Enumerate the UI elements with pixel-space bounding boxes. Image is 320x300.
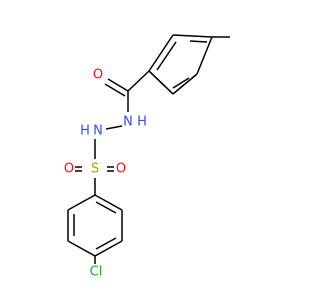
bond — [104, 83, 126, 97]
atom-labels: O N H H N S O O Cl — [64, 68, 147, 280]
sulfur-label: S — [91, 162, 99, 177]
bond — [189, 40, 208, 43]
carbonyl-oxygen-label: O — [93, 68, 103, 83]
bond — [172, 34, 213, 38]
bond — [105, 125, 123, 130]
bond — [94, 240, 123, 257]
bond — [156, 41, 177, 71]
hydrazide-nitrogen-label: N — [93, 124, 103, 139]
bond — [148, 70, 174, 95]
amide-hydrogen-label: H — [137, 115, 147, 130]
bond — [127, 70, 150, 92]
chlorophenyl-ring — [67, 194, 123, 264]
bond — [172, 73, 198, 95]
bond — [95, 237, 117, 250]
bond — [172, 77, 190, 89]
tolyl-ring — [148, 34, 230, 95]
bond — [67, 240, 96, 257]
bond — [95, 201, 117, 214]
sulfonyl-group — [75, 139, 114, 195]
bond — [148, 34, 174, 72]
hydrazide-hydrogen-label: H — [80, 124, 90, 139]
molecule-structure: O N H H N S O O Cl — [64, 34, 230, 280]
sulfonyl-oxygen-right-label: O — [116, 162, 126, 177]
bond — [196, 36, 213, 75]
chlorine-label: Cl — [90, 265, 103, 280]
bond — [94, 194, 123, 211]
bond — [107, 78, 129, 92]
sulfonyl-oxygen-left-label: O — [64, 162, 74, 177]
bond — [67, 194, 96, 211]
amide-linkage — [104, 70, 150, 130]
amide-nitrogen-label: N — [123, 115, 133, 130]
